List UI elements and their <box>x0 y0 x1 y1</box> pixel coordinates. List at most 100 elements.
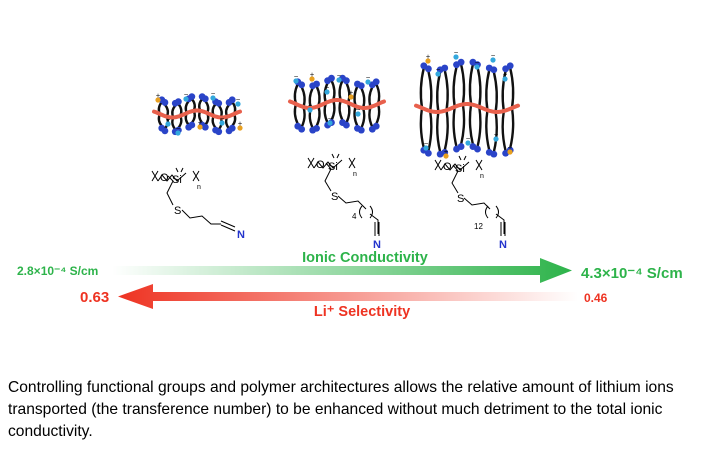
side-chain <box>452 65 458 109</box>
selectivity-low-value: 0.46 <box>584 291 608 305</box>
polymer-backbone <box>414 102 520 114</box>
anion-charge-sign: − <box>175 125 180 132</box>
side-chain <box>375 102 381 126</box>
side-chain <box>427 69 433 113</box>
side-chain <box>315 84 321 108</box>
side-chain <box>436 70 442 114</box>
oxygen-atom-1: O <box>160 172 169 184</box>
chemical-structure-3 <box>434 155 506 236</box>
cation-charge-sign: + <box>237 120 242 127</box>
side-chain <box>375 82 381 106</box>
side-chain <box>419 66 425 110</box>
side-chain-end-group <box>506 62 514 70</box>
anion-charge-sign: − <box>336 72 341 79</box>
side-chain <box>501 109 507 153</box>
anion-charge-sign: − <box>493 131 498 138</box>
conductivity-low-value: 2.8×10⁻⁴ S/cm <box>17 264 98 278</box>
side-chain-end-group <box>490 150 498 158</box>
sulfur-atom-1: S <box>174 205 181 217</box>
side-chain-end-group <box>215 128 223 136</box>
side-chain <box>476 65 482 109</box>
anion-charge-sign: − <box>453 49 458 56</box>
side-chain <box>509 66 515 110</box>
nitrile-nitrogen-2: N <box>373 239 381 251</box>
side-chain-end-group <box>490 66 498 74</box>
side-chain-end-group <box>228 96 236 104</box>
side-chain-end-group <box>357 126 365 134</box>
anion-ion <box>293 78 299 84</box>
side-chain-end-group <box>188 93 196 101</box>
side-chain-end-group <box>298 125 306 133</box>
side-chain <box>419 106 425 150</box>
cation-ion <box>155 97 161 103</box>
side-chain-end-group <box>174 98 182 106</box>
polymer-brush-long: +−−−−−−+−+− <box>414 49 520 159</box>
side-chain <box>300 85 306 109</box>
chemical-structure-1 <box>151 167 236 232</box>
side-chain <box>368 85 374 109</box>
spacer-count-label-2: 4 <box>352 212 357 221</box>
silicon-atom-1: Si <box>172 174 182 186</box>
side-chain <box>485 108 491 152</box>
anion-ion <box>324 89 330 95</box>
side-chain <box>509 106 515 150</box>
anion-ion <box>219 120 225 126</box>
side-chain-end-group <box>441 64 449 72</box>
polymer-diagram: +−−+−−−+− −+−−+−−−− +−−−−−−+−+− O Si S n… <box>17 49 683 320</box>
anion-charge-sign: − <box>365 74 370 81</box>
figure-caption: Controlling functional groups and polyme… <box>8 379 674 440</box>
anion-ion <box>165 121 171 127</box>
side-chain <box>315 104 321 128</box>
repeat-unit-label-1: n <box>197 184 201 191</box>
side-chain <box>468 103 475 146</box>
anion-ion <box>183 96 189 102</box>
ionic-conductivity-label: Ionic Conductivity <box>302 250 428 266</box>
anion-ion <box>435 71 441 77</box>
side-chain <box>468 63 475 106</box>
repeat-unit-label-3: n <box>480 173 484 180</box>
side-chain <box>353 84 359 108</box>
side-chain <box>360 106 366 130</box>
side-chain-end-group <box>298 81 306 89</box>
side-chain-end-group <box>228 124 236 132</box>
side-chain-end-group <box>201 123 209 131</box>
side-chain-end-group <box>372 122 380 130</box>
anion-charge-sign: − <box>293 73 298 80</box>
anion-ion <box>307 107 313 113</box>
nitrile-nitrogen-3: N <box>499 239 507 251</box>
side-chain <box>443 68 449 112</box>
polymer-brush-medium: −+−−+−−−− <box>288 71 386 134</box>
cation-ion <box>425 58 431 64</box>
side-chain <box>293 82 299 106</box>
side-chain <box>293 102 299 126</box>
anion-charge-sign: − <box>474 59 479 66</box>
anion-ion <box>175 130 181 136</box>
anion-ion <box>423 145 429 151</box>
anion-ion <box>336 77 342 83</box>
cation-charge-sign: + <box>155 92 160 99</box>
anion-ion <box>502 76 508 82</box>
anion-charge-sign: − <box>219 115 224 122</box>
li-selectivity-label: Li⁺ Selectivity <box>314 304 410 320</box>
anion-charge-sign: − <box>210 90 215 97</box>
anion-ion <box>465 140 471 146</box>
cation-ion <box>309 76 315 82</box>
conductivity-high-value: 4.3×10⁻⁴ S/cm <box>581 265 683 282</box>
side-chain-end-group <box>457 58 465 66</box>
side-chain-end-group <box>313 80 320 88</box>
side-chain-end-group <box>424 149 432 157</box>
anion-charge-sign: − <box>465 135 470 142</box>
anion-charge-sign: − <box>355 106 360 113</box>
side-chain <box>436 110 442 154</box>
side-chain-end-group <box>372 78 380 86</box>
side-chain-end-group <box>188 121 196 129</box>
anion-ion <box>474 64 480 70</box>
oxygen-atom-3: O <box>443 161 452 173</box>
spacer-count-label-3: 12 <box>474 222 483 231</box>
cation-charge-sign: + <box>507 144 512 151</box>
li-selectivity-arrow <box>118 284 578 309</box>
anion-ion <box>355 111 361 117</box>
nitrile-nitrogen-1: N <box>237 229 245 241</box>
anion-charge-sign: − <box>502 71 507 78</box>
side-chain <box>452 105 458 149</box>
